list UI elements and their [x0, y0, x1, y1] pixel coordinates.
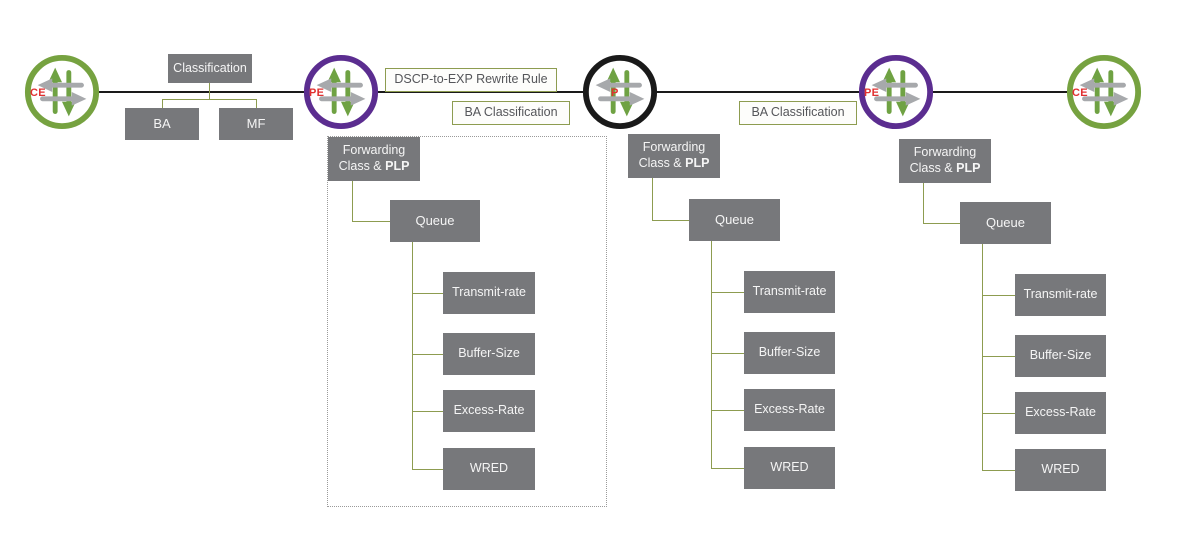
router-label: P	[611, 87, 619, 99]
ba-classification-right-box: BA Classification	[739, 101, 857, 125]
wred-box: WRED	[1015, 449, 1106, 491]
connector-line	[982, 470, 1015, 471]
forwarding-class-line1: Forwarding	[642, 140, 706, 155]
excess-rate-label: Excess-Rate	[754, 402, 825, 417]
connector-line	[352, 221, 390, 222]
classification-label: Classification	[173, 60, 247, 75]
buffer-size-box: Buffer-Size	[443, 333, 535, 375]
connector-line	[412, 354, 443, 355]
transmit-rate-label: Transmit-rate	[752, 284, 827, 299]
router-p-core: P	[581, 53, 659, 131]
forwarding-class-line1: Forwarding	[913, 145, 977, 160]
buffer-size-box: Buffer-Size	[1015, 335, 1106, 377]
forwarding-class-line2: Class & PLP	[338, 159, 410, 173]
connector-line	[162, 99, 163, 108]
connector-line	[209, 83, 210, 99]
mf-label: MF	[246, 115, 266, 131]
forwarding-class-line2: Class & PLP	[909, 161, 981, 175]
connector-line	[923, 223, 960, 224]
router-icon	[24, 54, 100, 130]
forwarding-class-box: Forwarding Class & PLP	[328, 137, 420, 181]
transmit-rate-label: Transmit-rate	[1023, 287, 1098, 302]
queue-label: Queue	[714, 211, 755, 227]
connector-line	[412, 242, 413, 469]
excess-rate-box: Excess-Rate	[443, 390, 535, 432]
transmit-rate-box: Transmit-rate	[1015, 274, 1106, 316]
router-pe-right: PE	[857, 53, 935, 131]
connector-line	[711, 353, 744, 354]
router-label: PE	[309, 87, 325, 99]
forwarding-class-box: Forwarding Class & PLP	[899, 139, 991, 183]
forwarding-class-line1: Forwarding	[342, 143, 406, 158]
queue-box: Queue	[960, 202, 1051, 244]
excess-rate-box: Excess-Rate	[1015, 392, 1106, 434]
ba-classification-left-label: BA Classification	[464, 105, 558, 120]
connector-line	[412, 469, 443, 470]
router-ce-left: CE	[23, 53, 101, 131]
connector-line	[711, 410, 744, 411]
ba-classification-left-box: BA Classification	[452, 101, 570, 125]
connector-line	[711, 241, 712, 468]
transmit-rate-box: Transmit-rate	[744, 271, 835, 313]
connector-line	[352, 181, 353, 221]
buffer-size-box: Buffer-Size	[744, 332, 835, 374]
ba-label: BA	[153, 115, 171, 131]
dscp-to-exp-rewrite-label: DSCP-to-EXP Rewrite Rule	[394, 72, 548, 87]
router-pe-left: PE	[302, 53, 380, 131]
router-icon	[1066, 54, 1142, 130]
router-label: CE	[1072, 87, 1088, 99]
connector-line	[711, 468, 744, 469]
transmit-rate-box: Transmit-rate	[443, 272, 535, 314]
forwarding-class-line2: Class & PLP	[638, 156, 710, 170]
router-ce-right: CE	[1065, 53, 1143, 131]
wred-box: WRED	[744, 447, 835, 489]
wred-box: WRED	[443, 448, 535, 490]
buffer-size-label: Buffer-Size	[758, 345, 821, 360]
queue-label: Queue	[415, 212, 455, 228]
transmit-rate-label: Transmit-rate	[452, 285, 526, 300]
router-icon	[303, 54, 379, 130]
excess-rate-box: Excess-Rate	[744, 389, 835, 431]
router-icon	[582, 54, 658, 130]
connector-line	[982, 356, 1015, 357]
connector-line	[256, 99, 257, 108]
forwarding-class-box: Forwarding Class & PLP	[628, 134, 720, 178]
queue-box: Queue	[689, 199, 780, 241]
connector-line	[982, 244, 983, 470]
dotted-highlight-rect	[327, 136, 607, 507]
connector-line	[923, 183, 924, 223]
connector-line	[711, 292, 744, 293]
ba-classification-right-label: BA Classification	[751, 105, 845, 120]
router-label: CE	[30, 87, 46, 99]
router-icon	[858, 54, 934, 130]
connector-line	[412, 411, 443, 412]
excess-rate-label: Excess-Rate	[453, 403, 525, 418]
ba-box: BA	[125, 108, 199, 140]
buffer-size-label: Buffer-Size	[1029, 348, 1092, 363]
wred-label: WRED	[770, 460, 809, 475]
connector-line	[982, 413, 1015, 414]
router-label: PE	[864, 87, 880, 99]
excess-rate-label: Excess-Rate	[1025, 405, 1096, 420]
mf-box: MF	[219, 108, 293, 140]
dscp-to-exp-rewrite-box: DSCP-to-EXP Rewrite Rule	[385, 68, 557, 92]
queue-box: Queue	[390, 200, 480, 242]
wred-label: WRED	[1041, 462, 1080, 477]
connector-line	[652, 178, 653, 220]
connector-line	[412, 293, 443, 294]
connector-line	[982, 295, 1015, 296]
connector-line	[162, 99, 257, 100]
classification-box: Classification	[168, 54, 252, 83]
queue-label: Queue	[985, 214, 1026, 230]
connector-line	[652, 220, 689, 221]
wred-label: WRED	[469, 461, 509, 476]
buffer-size-label: Buffer-Size	[458, 346, 520, 361]
